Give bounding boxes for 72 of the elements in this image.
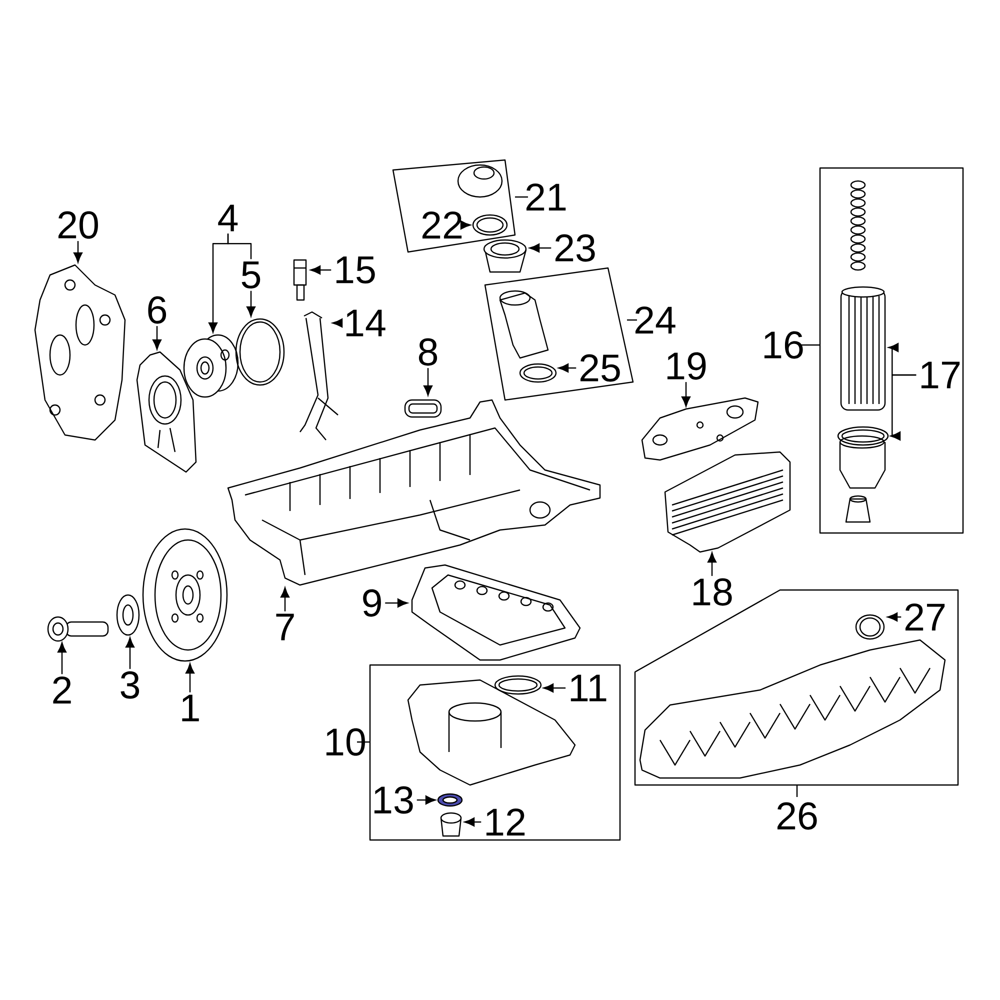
callout-number: 2 [53, 676, 71, 704]
leader-line [529, 244, 552, 252]
gasket [404, 399, 442, 418]
cover-plate [136, 351, 197, 473]
callout-number: 17 [921, 362, 960, 388]
leader-line [58, 642, 66, 674]
leader-line [460, 220, 471, 230]
oil-pan [227, 399, 601, 586]
seal-ring [837, 426, 889, 446]
seal-ring [235, 318, 285, 386]
seal-ring [472, 214, 508, 236]
pulley [183, 334, 239, 398]
seal-ring [437, 793, 463, 807]
leader-line [310, 266, 332, 274]
leader-line [186, 663, 194, 692]
callout-number: 21 [515, 184, 566, 210]
gasket [641, 397, 759, 461]
callout-number: 27 [905, 604, 945, 630]
leader-line [543, 684, 566, 692]
leader-line [708, 552, 716, 576]
callout-number: 4 [218, 204, 238, 232]
oil-cooler [664, 451, 791, 553]
callout-number: 9 [363, 589, 381, 617]
leader-line [464, 818, 482, 826]
leader-line [558, 364, 576, 372]
leader-line [424, 368, 432, 396]
callout-number: 23 [555, 234, 595, 262]
dipstick-tube [300, 311, 338, 440]
callout-number: 22 [422, 212, 462, 238]
pan-section [411, 564, 581, 661]
leader-line [152, 326, 162, 350]
filler-neck [483, 239, 527, 273]
leader-line [280, 587, 290, 612]
leader-line [682, 382, 690, 407]
callout-number: 20 [58, 211, 98, 239]
leader-line [126, 637, 134, 669]
callout-number: 25 [580, 354, 620, 382]
leader-line [887, 612, 902, 622]
leader-line [227, 234, 252, 260]
washer [116, 594, 140, 636]
callout-number: 1 [182, 694, 199, 722]
callout-number: 12 [486, 808, 525, 836]
callout-number: 18 [693, 578, 732, 606]
callout-number: 15 [336, 256, 375, 284]
callout-number: 14 [346, 310, 386, 336]
callout-number: 5 [242, 262, 260, 288]
callout-number: 19 [667, 352, 706, 380]
callout-number: 6 [148, 296, 166, 324]
drain-plug [440, 812, 462, 837]
callout-number: 10 [326, 728, 370, 756]
callout-number: 24 [627, 306, 676, 334]
callout-number: 3 [120, 671, 140, 699]
sensor [293, 259, 307, 301]
filter-element [840, 286, 886, 411]
flywheel [142, 528, 228, 662]
leader-line [332, 318, 343, 328]
leader-line [246, 290, 256, 317]
seal-ring [855, 614, 885, 640]
leader-line [890, 374, 916, 440]
housing-cover [34, 264, 126, 441]
callout-number: 8 [418, 338, 438, 366]
leader-line [385, 598, 408, 608]
callout-number: 7 [276, 614, 294, 640]
leader-line [416, 796, 436, 804]
callout-number: 13 [374, 786, 413, 814]
leader-line [74, 241, 82, 263]
seal-ring [494, 675, 542, 695]
callout-number: 16 [764, 331, 820, 359]
seal-ring [519, 363, 557, 383]
callout-number: 11 [570, 674, 606, 702]
bolt [47, 616, 109, 642]
callout-number: 26 [777, 785, 817, 830]
